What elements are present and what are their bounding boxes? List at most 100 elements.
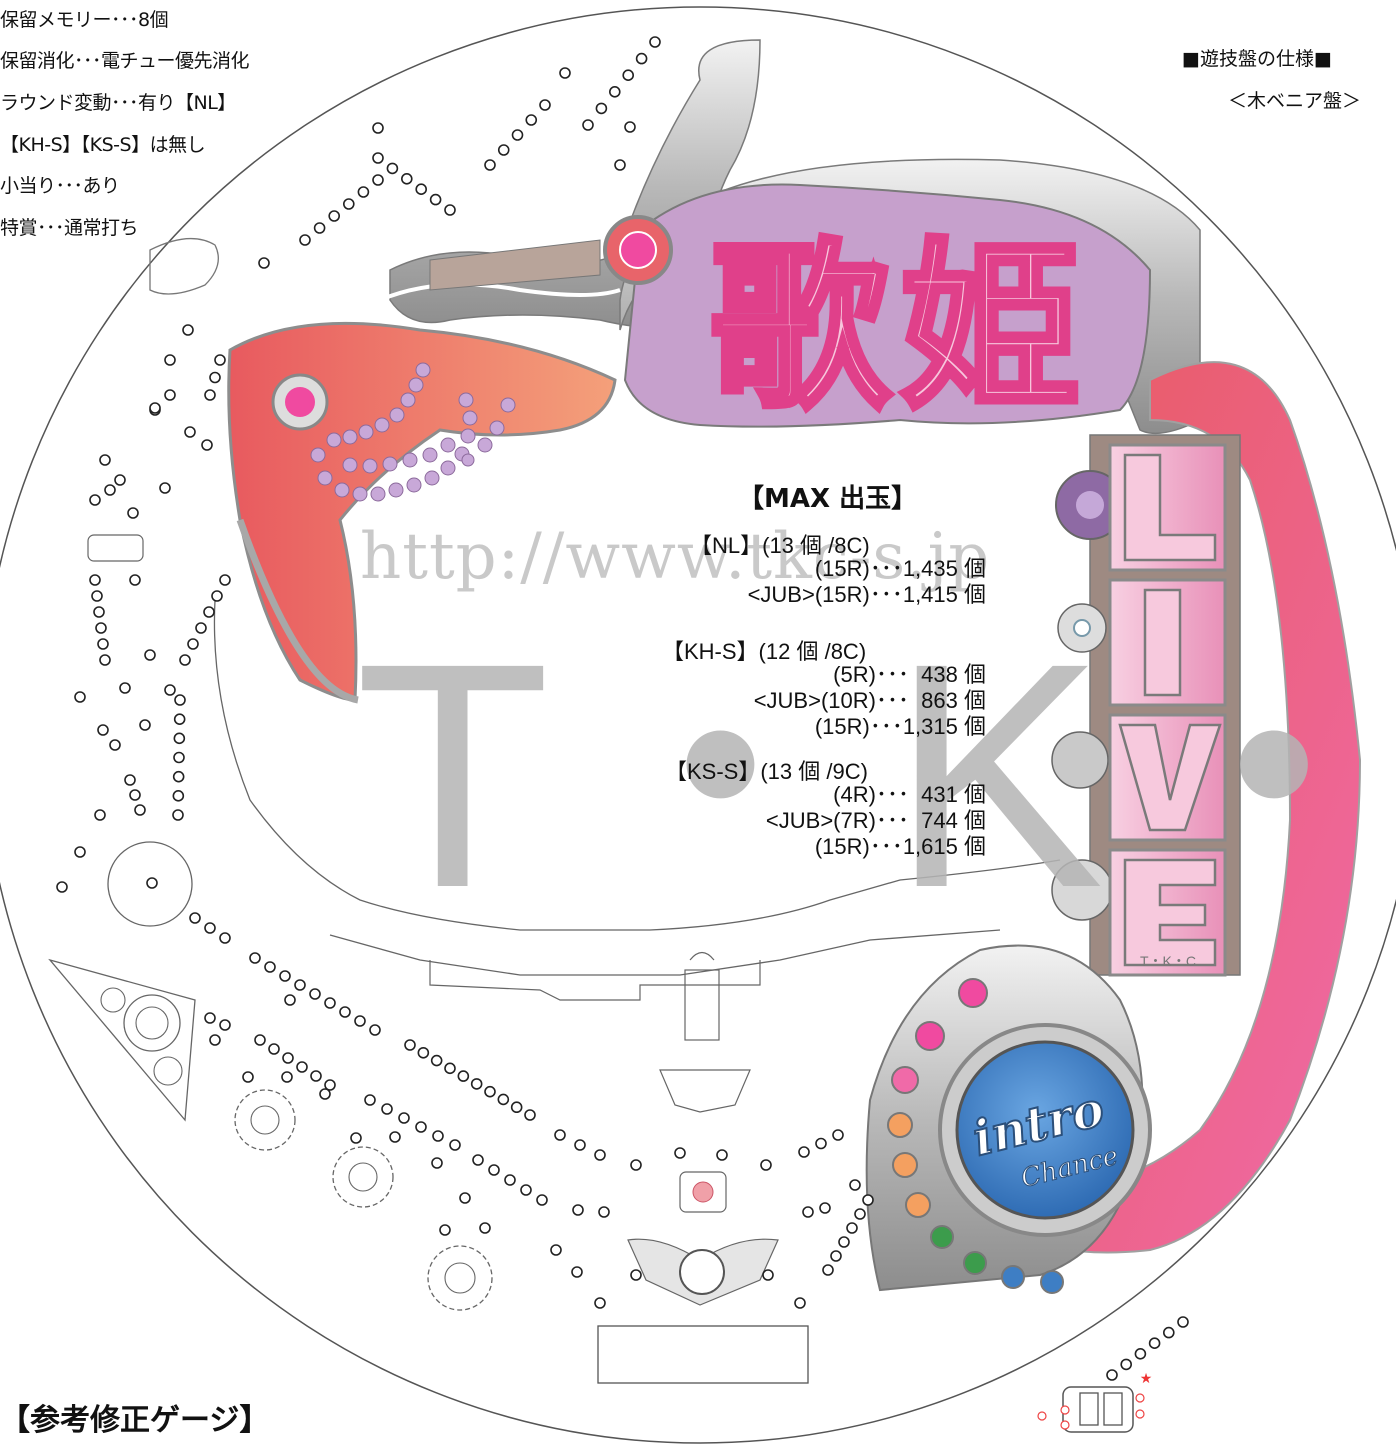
- nail: [354, 1015, 366, 1027]
- svg-text:★: ★: [1140, 1371, 1153, 1387]
- nail: [429, 193, 442, 206]
- nail: [254, 1034, 266, 1046]
- nail: [622, 69, 635, 81]
- nail: [99, 454, 111, 466]
- nail: [554, 1129, 566, 1141]
- nail: [324, 997, 336, 1009]
- gear: [427, 1245, 493, 1311]
- nail: [372, 174, 384, 186]
- nail: [444, 204, 456, 216]
- nail: [520, 1184, 532, 1196]
- group-label-nl: 【NL】(13 個 /8C): [690, 533, 870, 558]
- nail: [328, 210, 341, 222]
- nail: [630, 1159, 642, 1171]
- spec-line-4: 【KH-S】【KS-S】は無し: [0, 134, 206, 156]
- lamp-column: [887, 978, 1064, 1294]
- gear: [332, 1146, 394, 1208]
- nail: [173, 732, 186, 745]
- spec-line-5: 小当り･･･あり: [0, 175, 120, 197]
- nail: [510, 1101, 523, 1114]
- nail: [204, 922, 216, 934]
- nail: [93, 606, 105, 618]
- nail-pattern-red: [1037, 1393, 1145, 1430]
- nail: [119, 682, 131, 694]
- nail: [268, 1043, 280, 1055]
- nail: [182, 324, 194, 336]
- nail: [484, 1085, 496, 1098]
- nail: [472, 1154, 484, 1166]
- gear: [234, 1089, 296, 1151]
- nail: [214, 354, 226, 366]
- center-window: [213, 599, 1061, 931]
- nail: [282, 1052, 294, 1064]
- nail: [849, 1179, 861, 1191]
- nail: [1060, 1405, 1070, 1415]
- nail: [144, 649, 156, 661]
- nail: [309, 988, 321, 1000]
- nail: [415, 183, 428, 195]
- nail: [1177, 1316, 1189, 1328]
- nail: [369, 1024, 381, 1036]
- nail: [350, 1132, 362, 1144]
- board-spec-title: ■遊技盤の仕様■: [1182, 48, 1332, 70]
- nail: [149, 402, 161, 414]
- nail: [189, 912, 201, 924]
- nail: [400, 173, 413, 185]
- max-output-heading: 【MAX 出玉】: [738, 484, 918, 514]
- nail: [204, 1012, 216, 1024]
- group-row: (5R)･･･ 438 個: [833, 662, 986, 687]
- board-spec-type: ＜木ベニア盤＞: [1228, 90, 1362, 112]
- nail: [319, 1088, 331, 1100]
- nail: [203, 606, 215, 618]
- nail: [184, 426, 196, 438]
- nail: [674, 1147, 686, 1159]
- nail: [294, 979, 306, 991]
- nail: [830, 1250, 842, 1262]
- nail: [457, 1070, 470, 1082]
- nail: [536, 1194, 548, 1206]
- nail: [209, 371, 221, 384]
- nail: [209, 1034, 221, 1046]
- nail: [815, 1137, 827, 1150]
- nail: [838, 1236, 850, 1248]
- nail: [74, 691, 86, 703]
- nail: [97, 638, 109, 650]
- nail: [386, 162, 399, 175]
- nail: [146, 877, 158, 889]
- nail: [219, 1019, 231, 1031]
- nail: [488, 1164, 500, 1176]
- nail: [431, 1157, 443, 1169]
- out-hole: [597, 1325, 809, 1384]
- nail: [1135, 1393, 1145, 1403]
- intro-button: [955, 1040, 1135, 1220]
- board-outline: [0, 6, 1396, 1444]
- nail: [574, 1139, 586, 1151]
- title-panel: [623, 183, 1152, 428]
- nail: [449, 1139, 461, 1151]
- nail: [539, 99, 551, 111]
- nail: [511, 129, 524, 141]
- nail: [127, 507, 139, 519]
- nail: [1135, 1409, 1145, 1419]
- nail: [1060, 1420, 1070, 1430]
- nail: [56, 881, 68, 893]
- nail: [249, 952, 261, 964]
- nail: [417, 1046, 430, 1059]
- nail: [159, 482, 171, 494]
- nail: [264, 961, 276, 973]
- nail: [114, 474, 126, 486]
- nail: [415, 1121, 427, 1133]
- nail: [594, 1149, 606, 1161]
- nail: [594, 1297, 606, 1309]
- nail: [762, 1269, 774, 1281]
- nail: [211, 590, 223, 602]
- nail: [608, 86, 621, 98]
- nail: [129, 789, 141, 801]
- center-stage: [329, 929, 1001, 976]
- nail: [372, 122, 384, 134]
- group-row: <JUB>(7R)･･･ 744 個: [765, 808, 986, 833]
- watermark-url: http://www.tkc-s.jp: [360, 520, 991, 594]
- nail: [550, 1244, 562, 1256]
- nail: [258, 257, 270, 269]
